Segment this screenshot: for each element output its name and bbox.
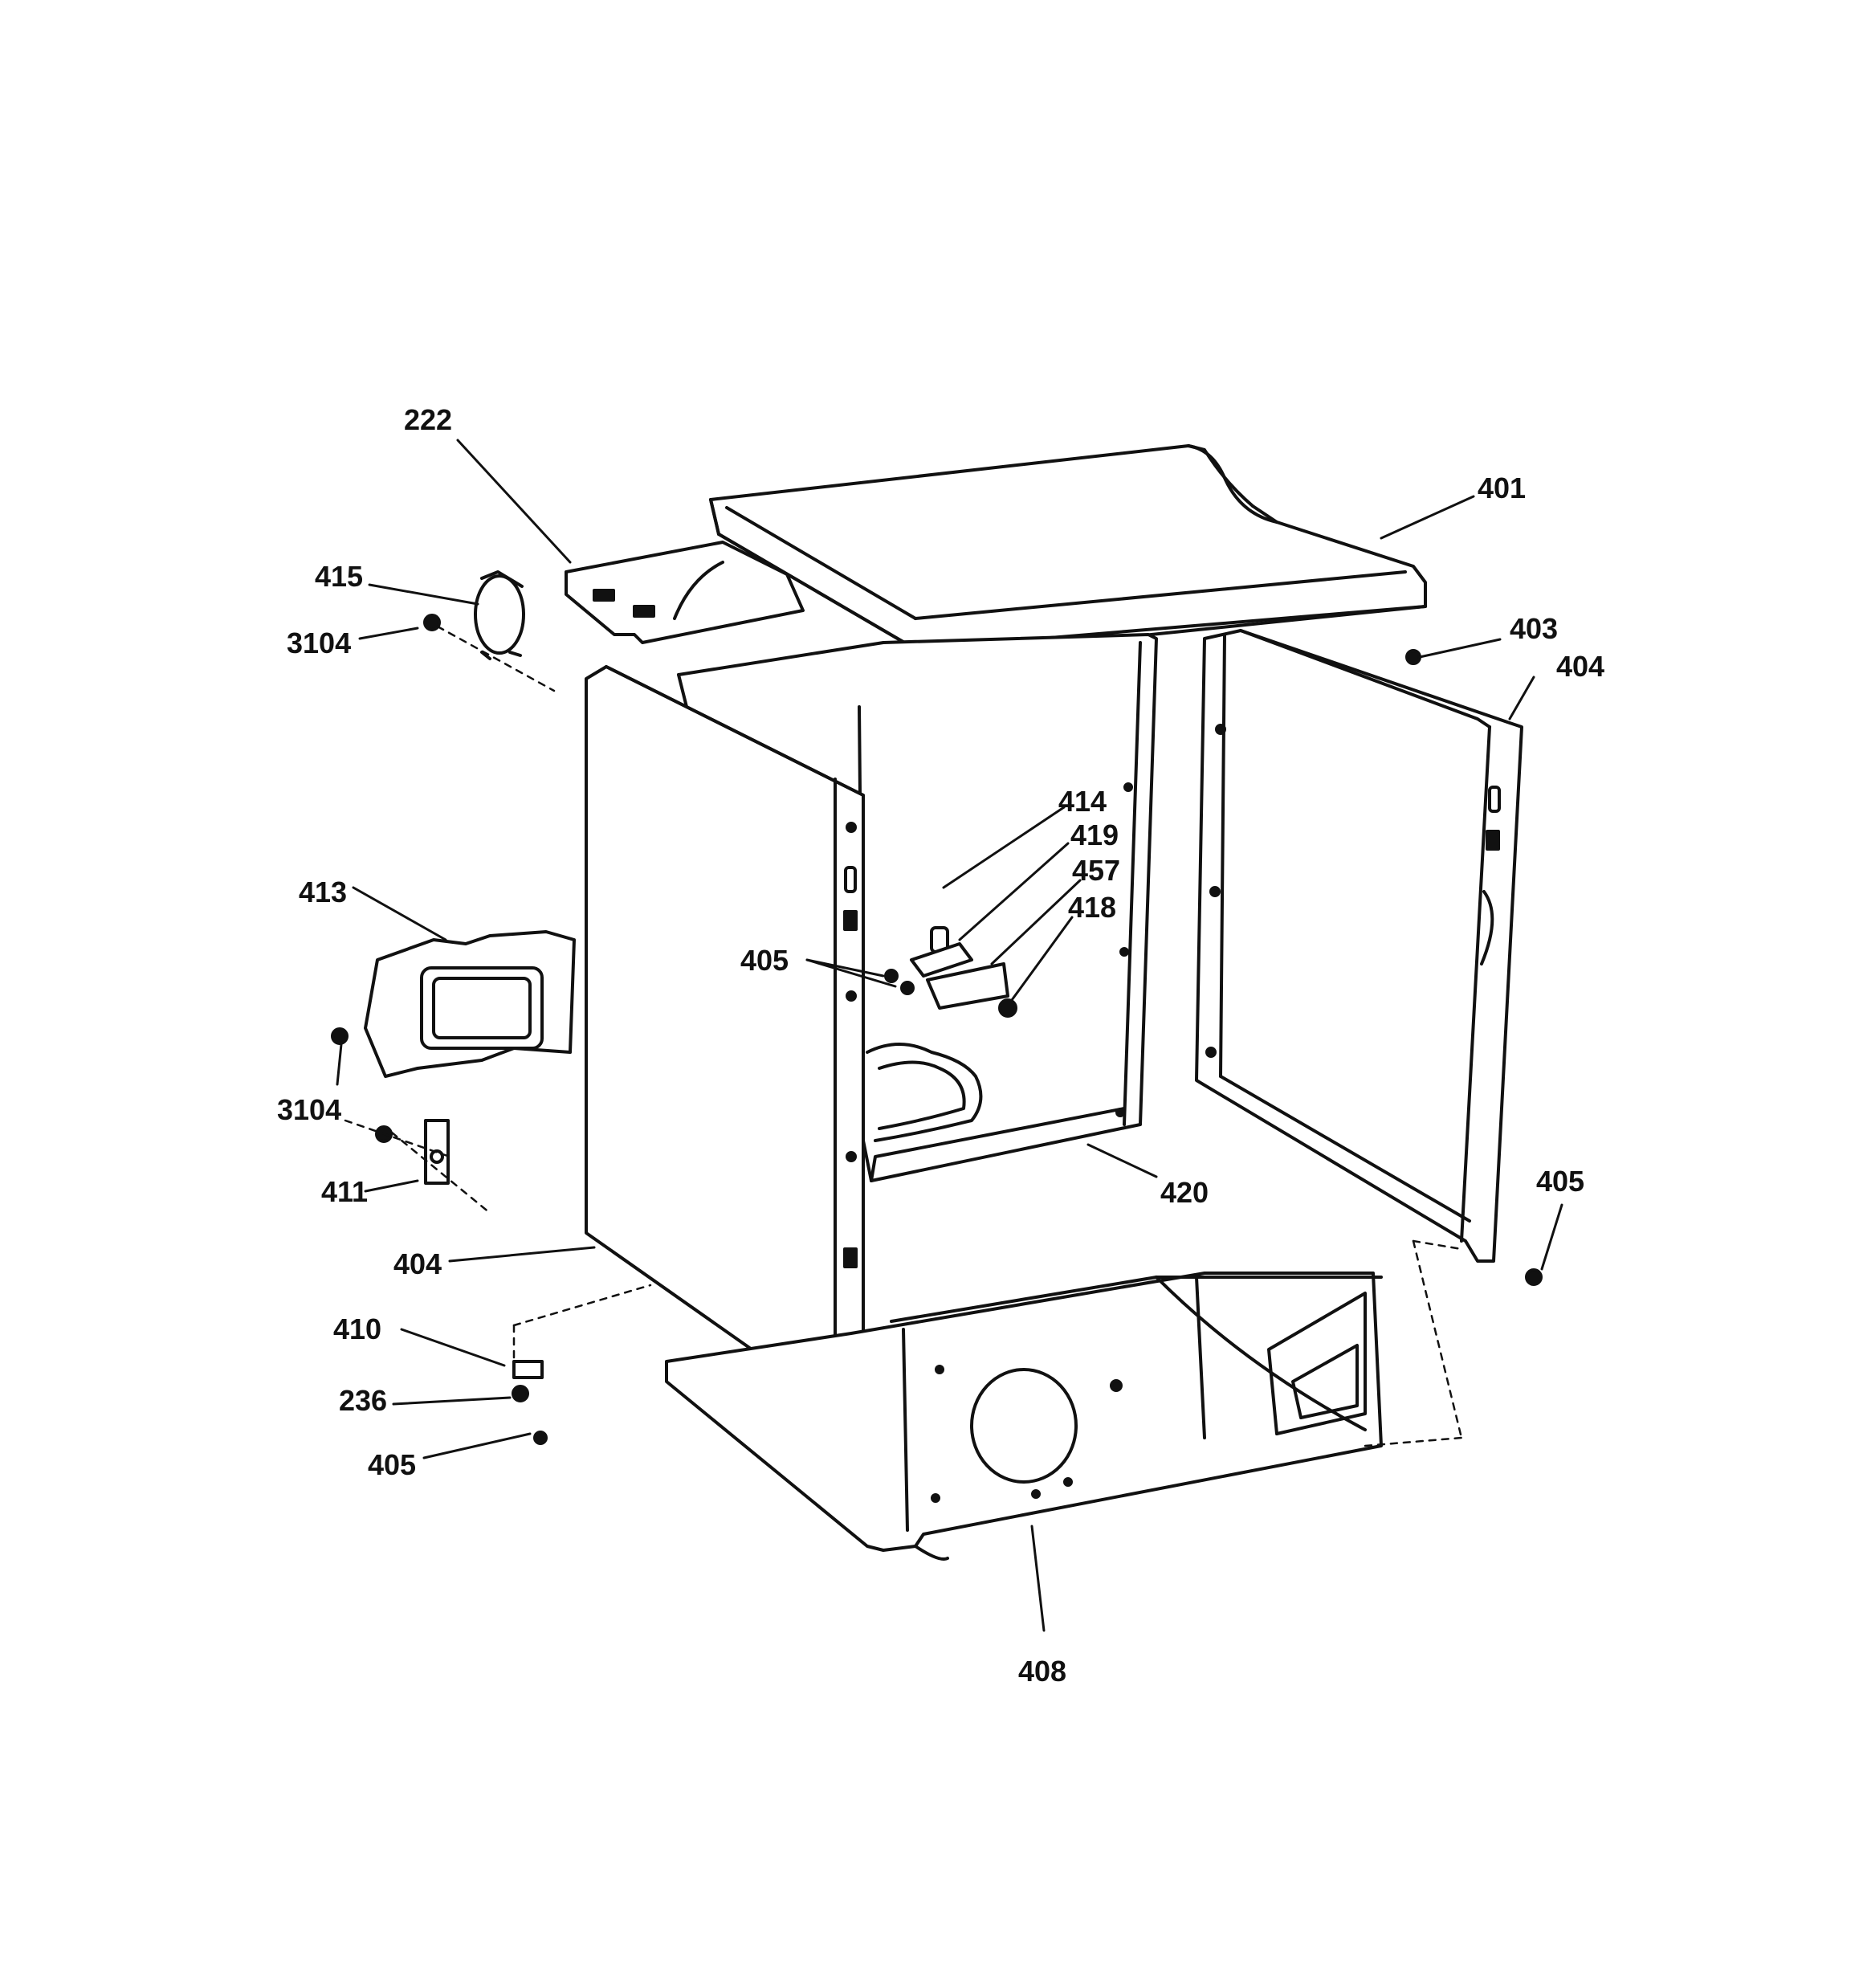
callout-413: 413: [299, 876, 348, 908]
callout-411: 411: [321, 1175, 369, 1208]
top-cover: [709, 444, 1427, 659]
rear-top-bracket: [565, 541, 805, 644]
callout-222: 222: [404, 403, 453, 436]
callout-408: 408: [1018, 1655, 1067, 1688]
callout-404-right: 404: [1556, 650, 1605, 683]
callout-419: 419: [1070, 818, 1119, 851]
callout-420: 420: [1160, 1176, 1209, 1209]
callout-3104-mid: 3104: [277, 1093, 342, 1126]
callout-401: 401: [1478, 471, 1527, 504]
callout-405-bottom: 405: [368, 1448, 417, 1481]
callout-410: 410: [333, 1312, 382, 1345]
callout-405-right: 405: [1536, 1165, 1585, 1198]
left-side-panel: [585, 665, 865, 1415]
callout-414: 414: [1058, 785, 1107, 818]
assembly-guide-lines: [344, 625, 1463, 1447]
leader-lines: [336, 439, 1563, 1632]
callout-418: 418: [1068, 891, 1117, 924]
callout-405-mid: 405: [740, 944, 789, 977]
callout-236: 236: [339, 1384, 388, 1417]
mounting-bracket: [424, 1119, 450, 1185]
callout-415: 415: [315, 560, 364, 593]
duct-cover: [364, 930, 576, 1078]
right-side-panel: [1195, 629, 1523, 1263]
callout-457: 457: [1072, 854, 1121, 887]
vent-cap: [474, 570, 525, 660]
callout-404-left: 404: [393, 1247, 442, 1280]
fasteners: [331, 614, 1543, 1445]
base-frame: [665, 1272, 1383, 1561]
callout-403: 403: [1510, 612, 1559, 645]
back-panel: [677, 633, 1158, 1182]
callout-3104-top: 3104: [287, 627, 352, 659]
